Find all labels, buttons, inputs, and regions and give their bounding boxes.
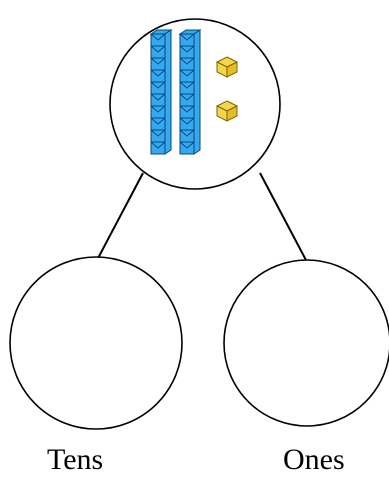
base-ten-blocks (149, 29, 239, 155)
connector-line-left (95, 172, 144, 263)
ones-label: Ones (283, 443, 345, 476)
ones-part-circle[interactable] (223, 259, 389, 427)
ten-rod (149, 29, 173, 155)
tens-part-circle[interactable] (9, 256, 183, 430)
unit-cube (215, 56, 239, 78)
connector-line-right (259, 172, 308, 263)
unit-cube (215, 100, 239, 122)
tens-label: Tens (47, 443, 104, 476)
ten-rod (178, 29, 202, 155)
